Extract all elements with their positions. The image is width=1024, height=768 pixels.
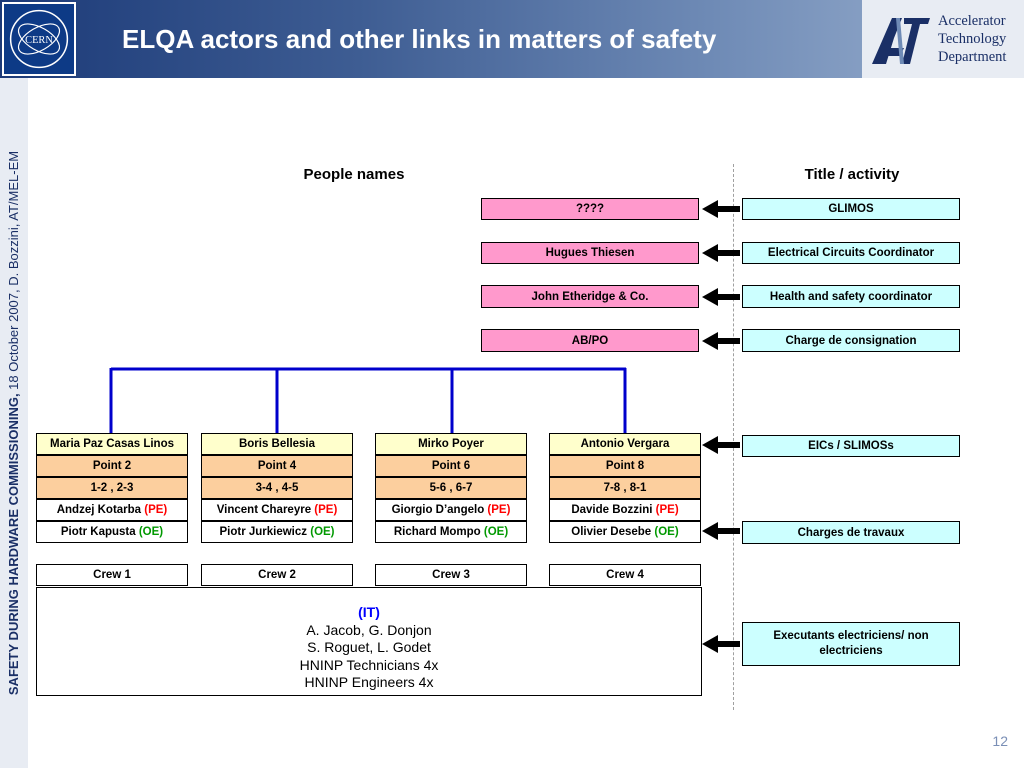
- it-group-box: (IT) A. Jacob, G. Donjon S. Roguet, L. G…: [36, 587, 702, 696]
- sector-leader: Antonio Vergara: [549, 433, 701, 455]
- title-box-consignation: Charge de consignation: [742, 329, 960, 352]
- crew-box: Crew 3: [375, 564, 527, 586]
- sector-pe: Vincent Chareyre (PE): [201, 499, 353, 521]
- pe-role: (PE): [144, 504, 168, 516]
- sector-point: Point 6: [375, 455, 527, 477]
- at-department-logo: Accelerator Technology Department: [862, 0, 1024, 78]
- title-activity-header: Title / activity: [804, 166, 900, 183]
- arrow-left-icon: [702, 522, 740, 540]
- oe-name: Piotr Jurkiewicz: [219, 526, 308, 538]
- at-department-line: Accelerator: [938, 13, 1006, 29]
- column-divider: [733, 164, 734, 710]
- cern-logo-icon: CERN: [9, 9, 69, 69]
- page-number: 12: [992, 733, 1008, 749]
- person-box-circuits: Hugues Thiesen: [481, 242, 699, 264]
- pe-role: (PE): [314, 504, 338, 516]
- oe-role: (OE): [654, 526, 679, 538]
- sector-range: 5-6 , 6-7: [375, 477, 527, 499]
- pe-role: (PE): [487, 504, 511, 516]
- title-box-circuits-coordinator: Electrical Circuits Coordinator: [742, 242, 960, 264]
- title-box-executants: Executants electriciens/ non electricien…: [742, 622, 960, 666]
- sector-oe: Richard Mompo (OE): [375, 521, 527, 543]
- sector-leader: Boris Bellesia: [201, 433, 353, 455]
- people-names-header: People names: [303, 166, 405, 183]
- arrow-left-icon: [702, 200, 740, 218]
- pe-name: Andzej Kotarba: [56, 504, 142, 516]
- person-box-glimos: ????: [481, 198, 699, 220]
- arrow-left-icon: [702, 288, 740, 306]
- pe-role: (PE): [655, 504, 679, 516]
- at-department-line: Technology: [938, 31, 1007, 47]
- at-department-name: Accelerator Technology Department: [938, 12, 1006, 66]
- title-box-charges-travaux: Charges de travaux: [742, 521, 960, 544]
- pe-name: Giorgio D’angelo: [391, 504, 485, 516]
- org-connector: [109, 367, 627, 434]
- sector-pe: Giorgio D’angelo (PE): [375, 499, 527, 521]
- sidebar-caption-normal: 18 October 2007, D. Bozzini, AT/MEL-EM: [6, 150, 21, 394]
- title-box-glimos: GLIMOS: [742, 198, 960, 220]
- header-band: CERN ELQA actors and other links in matt…: [0, 0, 1024, 78]
- person-box-consignation: AB/PO: [481, 329, 699, 352]
- page-title: ELQA actors and other links in matters o…: [122, 24, 717, 54]
- arrow-left-icon: [702, 436, 740, 454]
- it-group-line: HNINP Engineers 4x: [304, 674, 434, 690]
- pe-name: Vincent Chareyre: [216, 504, 312, 516]
- sector-point: Point 2: [36, 455, 188, 477]
- sector-oe: Olivier Desebe (OE): [549, 521, 701, 543]
- oe-name: Olivier Desebe: [571, 526, 652, 538]
- crew-box: Crew 1: [36, 564, 188, 586]
- sector-pe: Andzej Kotarba (PE): [36, 499, 188, 521]
- sector-leader: Mirko Poyer: [375, 433, 527, 455]
- arrow-left-icon: [702, 332, 740, 350]
- person-box-health-safety: John Etheridge & Co.: [481, 285, 699, 308]
- crew-box: Crew 4: [549, 564, 701, 586]
- sidebar-caption: SAFETY DURING HARDWARE COMMISSIONING, 18…: [0, 78, 28, 768]
- at-department-line: Department: [938, 49, 1007, 65]
- sector-pe: Davide Bozzini (PE): [549, 499, 701, 521]
- title-box-health-safety: Health and safety coordinator: [742, 285, 960, 308]
- it-group-line: A. Jacob, G. Donjon: [306, 621, 432, 638]
- it-group-label: (IT): [358, 604, 380, 620]
- sector-point: Point 8: [549, 455, 701, 477]
- sector-leader: Maria Paz Casas Linos: [36, 433, 188, 455]
- oe-name: Piotr Kapusta: [60, 526, 136, 538]
- sector-range: 1-2 , 2-3: [36, 477, 188, 499]
- pe-name: Davide Bozzini: [571, 504, 653, 516]
- title-box-eics: EICs / SLIMOSs: [742, 435, 960, 457]
- arrow-left-icon: [702, 244, 740, 262]
- sector-range: 7-8 , 8-1: [549, 477, 701, 499]
- crew-box: Crew 2: [201, 564, 353, 586]
- arrow-left-icon: [702, 635, 740, 653]
- oe-role: (OE): [310, 526, 335, 538]
- cern-logo: CERN: [2, 2, 76, 76]
- sidebar: SAFETY DURING HARDWARE COMMISSIONING, 18…: [0, 78, 28, 768]
- sector-oe: Piotr Kapusta (OE): [36, 521, 188, 543]
- sector-point: Point 4: [201, 455, 353, 477]
- sidebar-caption-bold: SAFETY DURING HARDWARE COMMISSIONING,: [6, 393, 21, 696]
- sector-oe: Piotr Jurkiewicz (OE): [201, 521, 353, 543]
- oe-role: (OE): [483, 526, 509, 538]
- it-group-line: S. Roguet, L. Godet: [307, 639, 431, 655]
- it-group-line: HNINP Technicians 4x: [299, 656, 439, 673]
- cern-logo-text: CERN: [25, 35, 53, 46]
- at-logo-icon: [872, 18, 930, 64]
- oe-name: Richard Mompo: [393, 526, 481, 538]
- oe-role: (OE): [138, 526, 164, 538]
- sector-range: 3-4 , 4-5: [201, 477, 353, 499]
